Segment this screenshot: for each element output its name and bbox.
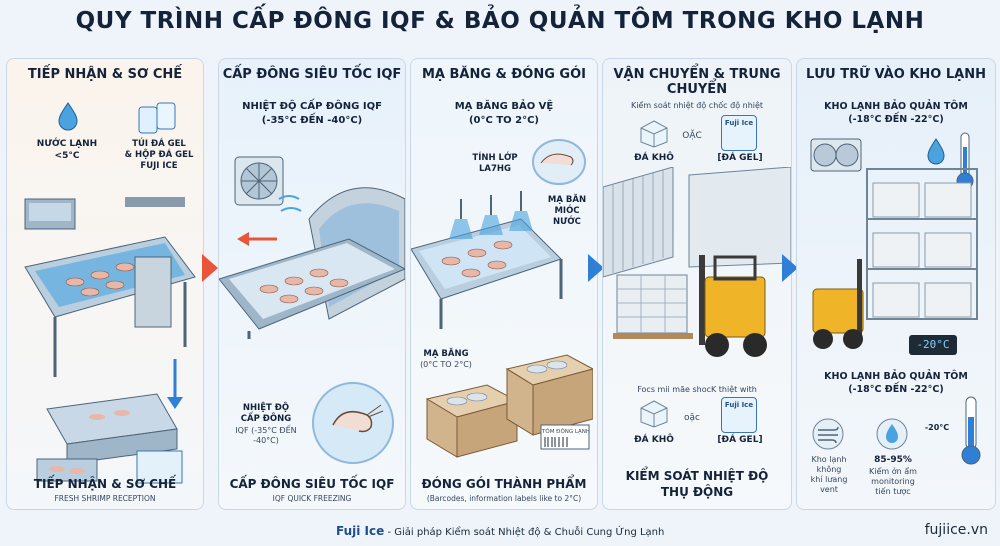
cold-water-temp: <5°C bbox=[54, 151, 80, 161]
shrimp-magnifier-icon bbox=[532, 139, 586, 185]
gel-ice-label: [ĐÁ GEL] bbox=[717, 153, 763, 163]
footer-tagline: - Giải pháp Kiểm soát Nhiệt độ & Chuỗi C… bbox=[384, 527, 665, 538]
shrimp-box-illustration bbox=[425, 354, 593, 458]
vent-label-4: vent bbox=[820, 485, 838, 494]
left-arrow-icon bbox=[237, 232, 277, 246]
dry-ice-cube-icon bbox=[640, 120, 668, 148]
glazing-conveyor-illustration bbox=[411, 191, 563, 329]
air-vent-icon bbox=[812, 418, 844, 450]
water-drop-icon bbox=[58, 102, 78, 131]
panel-receiving-footer-subtitle: FRESH SHRIMP RECEPTION bbox=[54, 494, 156, 503]
iqf-temp-label: NHIỆT ĐỘ CẤP ĐÔNG IQF bbox=[242, 101, 382, 112]
glaze-temp-label: MẠ BĂNG bbox=[423, 349, 469, 359]
cold-room-range: (-18°C ĐẾN -22°C) bbox=[848, 114, 944, 125]
fan-icon bbox=[234, 156, 284, 206]
shock-note: Focs mii mãe shocK thiệt with bbox=[637, 385, 757, 394]
humidity-drop-icon bbox=[927, 138, 945, 165]
flow-arrow-3 bbox=[588, 254, 604, 282]
panel-iqf-freezing-heading: CẤP ĐÔNG SIÊU TỐC IQF bbox=[222, 67, 402, 82]
or-label-2: oặc bbox=[684, 413, 700, 423]
freeze-temp-label-3: IQF (-35°C ĐẾN bbox=[235, 426, 297, 435]
panel-iqf-footer-title: CẤP ĐÔNG SIÊU TỐC IQF bbox=[229, 477, 395, 491]
freeze-temp-label-4: -40°C) bbox=[253, 436, 279, 445]
panel-cold-storage: LƯU TRỮ VÀO KHO LẠNH KHO LẠNH BẢO QUẢN T… bbox=[796, 58, 996, 510]
glaze-spray-label-3: NƯỚC bbox=[553, 217, 581, 227]
footer-website-link[interactable]: fujiice.vn bbox=[924, 522, 988, 538]
panel-transport: VẬN CHUYỂN & TRUNG CHUYỂN Kiểm soát nhiệ… bbox=[602, 58, 792, 510]
panel-glazing-packing: MẠ BĂNG & ĐÓNG GÓI MẠ BĂNG BẢO VỆ (0°C T… bbox=[410, 58, 598, 510]
iqf-tunnel-freezer-illustration bbox=[219, 187, 405, 339]
glazing-protect-range: (0°C TO 2°C) bbox=[468, 115, 540, 126]
box-label-text: TÔM ĐÔNG LẠNH bbox=[542, 429, 590, 435]
footer-brand-line: Fuji Ice - Giải pháp Kiểm soát Nhiệt độ … bbox=[336, 524, 664, 538]
panel-cold-storage-heading: LƯU TRỮ VÀO KHO LẠNH bbox=[806, 67, 986, 82]
dry-ice-cube-icon bbox=[640, 400, 668, 428]
cold-room-range-2: (-18°C ĐẾN -22°C) bbox=[848, 384, 944, 395]
panel-iqf-freezing: CẤP ĐÔNG SIÊU TỐC IQF NHIỆT ĐỘ CẤP ĐÔNG … bbox=[218, 58, 406, 510]
panel-transport-footer-title-2: THỤ ĐỘNG bbox=[660, 485, 734, 499]
page-title: QUY TRÌNH CẤP ĐÔNG IQF & BẢO QUẢN TÔM TR… bbox=[75, 8, 925, 34]
or-label: OẶC bbox=[682, 131, 702, 141]
storage-rack-forklift-illustration bbox=[812, 168, 978, 349]
panel-transport-heading: VẬN CHUYỂN & TRUNG CHUYỂN bbox=[613, 67, 781, 97]
humidity-drop-icon bbox=[876, 418, 908, 450]
ice-tray-illustration bbox=[36, 393, 183, 484]
sorting-conveyor-illustration bbox=[24, 197, 196, 377]
vent-label-3: khí lưang bbox=[810, 475, 848, 484]
panel-glazing-heading: MẠ BĂNG & ĐÓNG GÓI bbox=[421, 67, 586, 82]
humidity-value: 85-95% bbox=[874, 455, 912, 465]
humidity-label-2: monitoring bbox=[871, 477, 915, 486]
panel-receiving: TIẾP NHẬN & SƠ CHẾ NƯỚC LẠNH <5°C TÚI ĐÁ… bbox=[6, 58, 204, 510]
footer: Fuji Ice - Giải pháp Kiểm soát Nhiệt độ … bbox=[0, 514, 1000, 546]
fuji-ice-label: FUJI ICE bbox=[140, 161, 178, 171]
humidity-label-3: tiến tược bbox=[875, 487, 911, 496]
condenser-unit-icon bbox=[810, 138, 862, 172]
freeze-temp-label-2: CẤP ĐÔNG bbox=[240, 414, 292, 424]
gel-pack-icon: Fuji Ice bbox=[721, 397, 757, 433]
footer-brand-name: Fuji Ice bbox=[336, 524, 385, 538]
gel-pack-icon: Fuji Ice bbox=[721, 115, 757, 151]
glaze-layer-label-1: TÍNH LỚP bbox=[472, 153, 518, 163]
glazing-protect-label: MẠ BĂNG BẢO VỆ bbox=[454, 101, 554, 112]
freeze-temp-label-1: NHIỆT ĐỘ bbox=[242, 403, 290, 413]
glaze-layer-label-2: LA7HG bbox=[479, 164, 511, 174]
panel-receiving-heading: TIẾP NHẬN & SƠ CHẾ bbox=[27, 67, 183, 82]
glaze-spray-label-2: MIÓC bbox=[554, 206, 580, 216]
gel-bag-label: TÚI ĐÁ GEL bbox=[132, 139, 186, 149]
reefer-container-forklift-illustration bbox=[603, 167, 791, 357]
frozen-shrimp-icon bbox=[312, 382, 394, 464]
panel-glazing-footer-subtitle: (Barcodes, information labels like to 2°… bbox=[426, 494, 582, 503]
humidity-label-1: Kiểm ởn ẩm bbox=[869, 467, 917, 476]
flow-arrow-4 bbox=[782, 254, 798, 282]
panel-transport-footer-title: KIỂM SOÁT NHIỆT ĐỘ bbox=[625, 469, 769, 483]
temperature-display: -20°C bbox=[909, 335, 957, 355]
cold-room-label-2: KHO LẠNH BẢO QUẢN TÔM bbox=[824, 371, 968, 382]
thermometer-reading: -20°C bbox=[924, 423, 950, 432]
gel-pack-icon bbox=[138, 102, 176, 134]
thermometer-icon bbox=[961, 396, 981, 465]
panel-glazing-footer-title: ĐÓNG GÓI THÀNH PHẨM bbox=[421, 477, 587, 491]
gel-box-label: & HỘP ĐÁ GEL bbox=[124, 150, 194, 160]
dry-ice-label-2: ĐÁ KHÔ bbox=[634, 435, 674, 445]
iqf-temp-range: (-35°C ĐẾN -40°C) bbox=[261, 115, 363, 126]
cold-room-label: KHO LẠNH BẢO QUẢN TÔM bbox=[824, 101, 968, 112]
vent-label-1: Kho lạnh bbox=[811, 455, 847, 464]
vent-label-2: không bbox=[816, 465, 842, 474]
panel-receiving-footer-title: TIẾP NHẬN & SƠ CHẾ bbox=[33, 477, 177, 491]
panel-iqf-footer-subtitle: IQF QUICK FREEZING bbox=[272, 494, 352, 503]
glaze-temp-range: (0°C TO 2°C) bbox=[420, 360, 472, 369]
flow-arrow-1 bbox=[202, 254, 218, 282]
glaze-spray-label-1: MẠ BĂN bbox=[547, 195, 587, 205]
gel-ice-label-2: [ĐÁ GEL] bbox=[717, 435, 763, 445]
cold-water-label: NƯỚC LẠNH bbox=[36, 139, 98, 149]
down-arrow-icon bbox=[167, 359, 183, 409]
dry-ice-label: ĐÁ KHÔ bbox=[634, 153, 674, 163]
temp-control-note: Kiểm soát nhiệt độ chốc độ nhiệt bbox=[630, 101, 764, 110]
